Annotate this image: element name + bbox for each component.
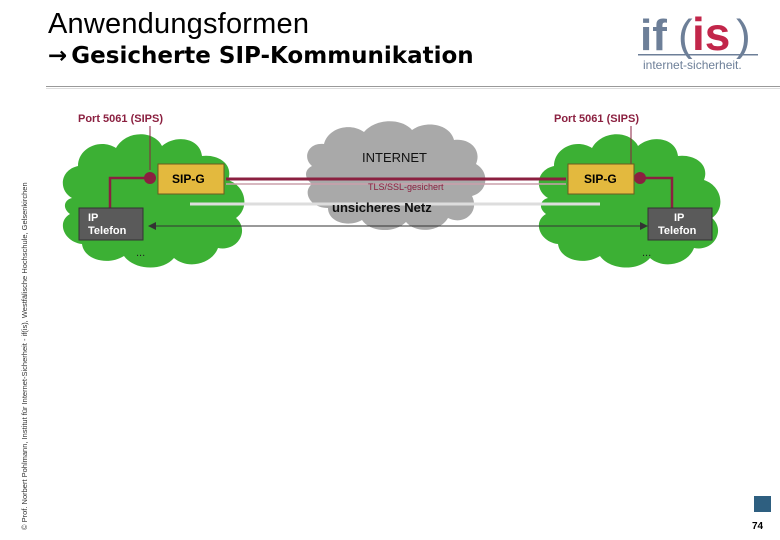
logo-paren-close: ) bbox=[736, 11, 751, 60]
left-phone-box bbox=[78, 207, 144, 241]
right-gateway-port-dot bbox=[634, 172, 646, 184]
left-gateway-label: SIP-G bbox=[172, 172, 205, 186]
left-ellipsis: ... bbox=[136, 247, 145, 259]
right-network-cloud bbox=[538, 134, 721, 268]
right-port-label: Port 5061 (SIPS) bbox=[554, 113, 639, 125]
right-ip-phone: IP Telefon bbox=[647, 207, 713, 241]
left-gateway-port-dot bbox=[144, 172, 156, 184]
page-marker bbox=[754, 496, 771, 512]
left-port-label: Port 5061 (SIPS) bbox=[78, 113, 163, 125]
logo-rule bbox=[638, 54, 758, 56]
left-phone-line1: IP bbox=[88, 212, 98, 224]
copyright-notice: © Prof. Norbert Pohlmann, Institut für I… bbox=[20, 182, 29, 530]
left-network-cloud bbox=[62, 134, 245, 268]
unsafe-network-label: unsicheres Netz bbox=[332, 200, 432, 215]
ifis-logo: if ( is ) bbox=[638, 8, 758, 60]
right-ellipsis: ... bbox=[642, 247, 651, 259]
tls-label: TLS/SSL-gesichert bbox=[368, 182, 444, 192]
right-gateway-label: SIP-G bbox=[584, 172, 617, 186]
right-phone-line2: Telefon bbox=[658, 225, 697, 237]
call-arrow-left-head bbox=[148, 222, 156, 230]
page-title: Anwendungsformen bbox=[48, 8, 310, 40]
internet-label: INTERNET bbox=[362, 150, 427, 165]
left-gateway-box bbox=[157, 163, 225, 195]
left-phone-line2: Telefon bbox=[88, 225, 127, 237]
arrow-right-icon: → bbox=[48, 43, 68, 69]
left-gateway: SIP-G bbox=[144, 163, 225, 195]
logo-tagline: internet-sicherheit. bbox=[643, 58, 742, 72]
sip-diagram: Port 5061 (SIPS) Port 5061 (SIPS) SIP-G … bbox=[62, 113, 721, 268]
left-gateway-link bbox=[108, 176, 150, 210]
call-arrow-right-head bbox=[640, 222, 648, 230]
left-ip-phone: IP Telefon bbox=[78, 207, 144, 241]
right-gateway: SIP-G bbox=[567, 163, 646, 195]
logo-paren-open: ( bbox=[678, 11, 693, 60]
page-number: 74 bbox=[752, 521, 764, 532]
header-divider-shadow bbox=[46, 88, 780, 89]
subtitle-text: Gesicherte SIP-Kommunikation bbox=[71, 43, 474, 69]
logo-is: is bbox=[692, 8, 730, 60]
logo-if: if bbox=[640, 11, 667, 60]
right-phone-box bbox=[647, 207, 713, 241]
header-divider bbox=[46, 86, 780, 87]
right-gateway-box bbox=[567, 163, 635, 195]
right-phone-line1: IP bbox=[674, 212, 684, 224]
page-subtitle: →Gesicherte SIP-Kommunikation bbox=[48, 43, 474, 69]
